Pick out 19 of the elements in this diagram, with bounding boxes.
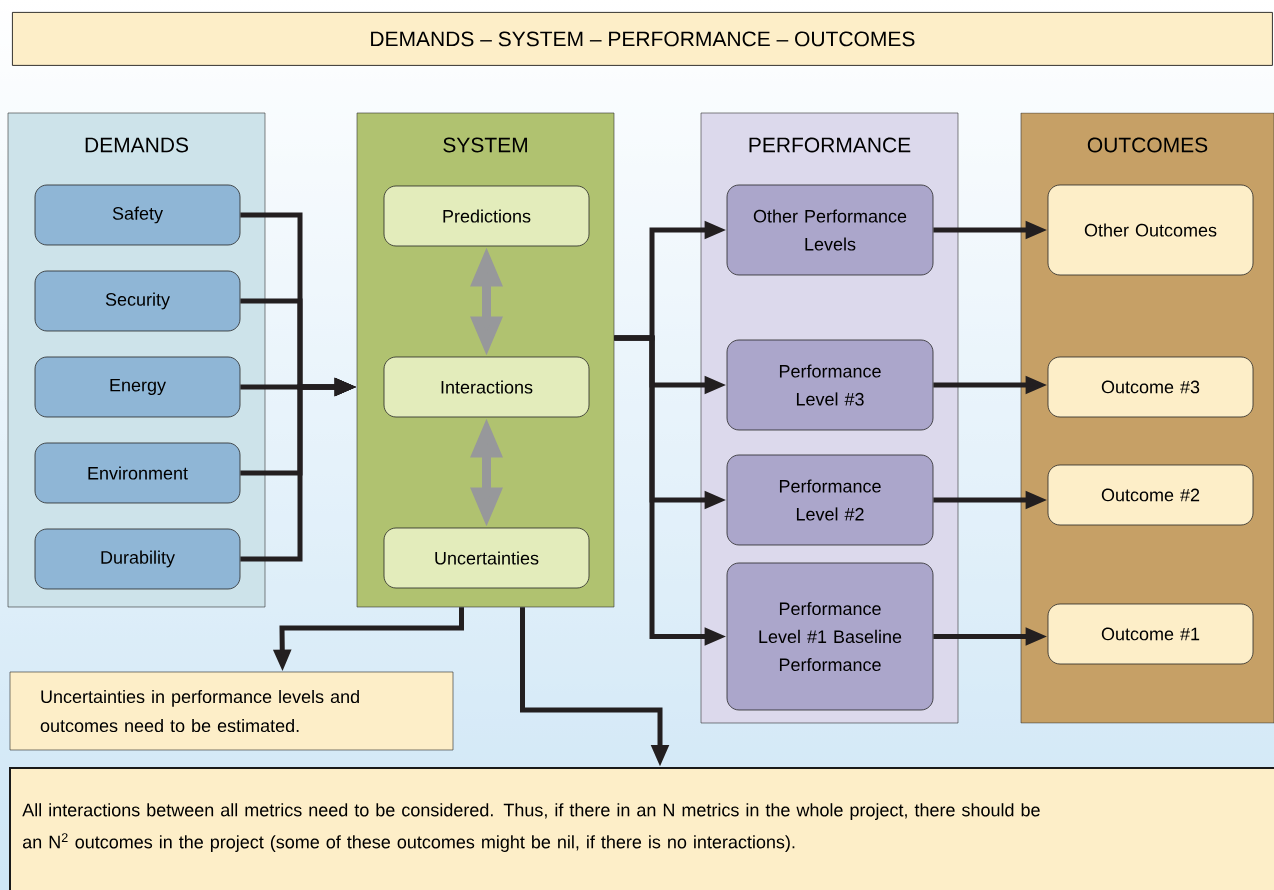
- rounded-box: Environment: [34, 442, 241, 504]
- rounded-box: Energy: [34, 356, 241, 418]
- rounded-box: Performance Level #3: [726, 339, 934, 431]
- rounded-box: Security: [34, 270, 241, 332]
- note-box: All interactions between all metrics need to be considered. Thus, if there in an N metrics in the whole project, there should be an N$^{2}$ outcomes in the project (some of these outcomes might be nil, if there is no interactions).: [9, 767, 1274, 890]
- rounded-box: Other Performance Levels: [726, 184, 934, 276]
- rounded-box: Performance Level #2: [726, 454, 934, 546]
- rounded-box: Uncertainties: [383, 527, 590, 589]
- rounded-box: Performance Level #1 Baseline Performance: [726, 562, 934, 711]
- rounded-box: Predictions: [383, 185, 590, 247]
- rounded-box: Other Outcomes: [1047, 184, 1254, 276]
- note-box: Uncertainties in performance levels and outcomes need to be estimated.: [9, 671, 454, 751]
- rounded-box: Interactions: [383, 356, 590, 418]
- rounded-box: Outcome #3: [1047, 356, 1254, 418]
- rounded-box: Outcome #2: [1047, 464, 1254, 526]
- rounded-box: Outcome #1: [1047, 603, 1254, 665]
- rounded-box: Safety: [34, 184, 241, 246]
- title-banner: DEMANDS – SYSTEM – PERFORMANCE – OUTCOMES: [12, 12, 1273, 66]
- rounded-box: Durability: [34, 528, 241, 590]
